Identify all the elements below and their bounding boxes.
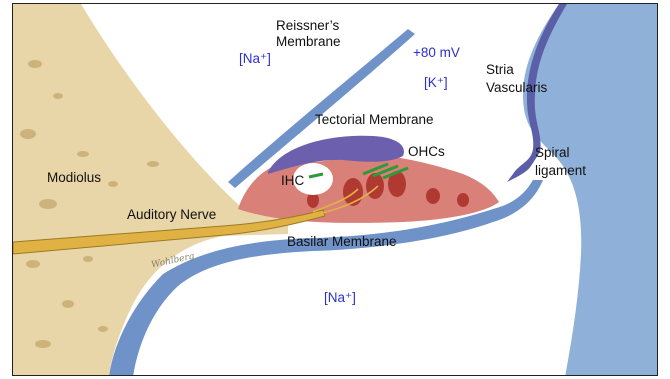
- label-tectorial-membrane: Tectorial Membrane: [315, 112, 434, 128]
- label-auditory-nerve: Auditory Nerve: [127, 207, 216, 223]
- label-reissners-membrane-line2: Membrane: [276, 34, 341, 50]
- label-modiolus: Modiolus: [47, 170, 101, 186]
- label-ohcs: OHCs: [408, 144, 445, 160]
- diagram-frame: Reissner’s Membrane [Na⁺] +80 mV [K⁺] St…: [12, 3, 658, 376]
- label-basilar-membrane: Basilar Membrane: [287, 234, 397, 250]
- label-spiral-ligament-line1: Spiral: [535, 145, 570, 161]
- label-na-bottom: [Na⁺]: [324, 290, 356, 306]
- label-na-top: [Na⁺]: [239, 51, 271, 67]
- label-stria-vascularis-line2: Vascularis: [486, 80, 547, 96]
- cochlea-illustration: [13, 4, 658, 376]
- label-k-ion: [K⁺]: [424, 75, 448, 91]
- label-spiral-ligament-line2: ligament: [535, 163, 586, 179]
- label-ihc: IHC: [281, 173, 304, 189]
- spiral-ligament: [523, 4, 658, 376]
- label-stria-vascularis-line1: Stria: [486, 62, 514, 78]
- label-reissners-membrane-line1: Reissner’s: [276, 18, 339, 34]
- label-voltage: +80 mV: [413, 45, 460, 61]
